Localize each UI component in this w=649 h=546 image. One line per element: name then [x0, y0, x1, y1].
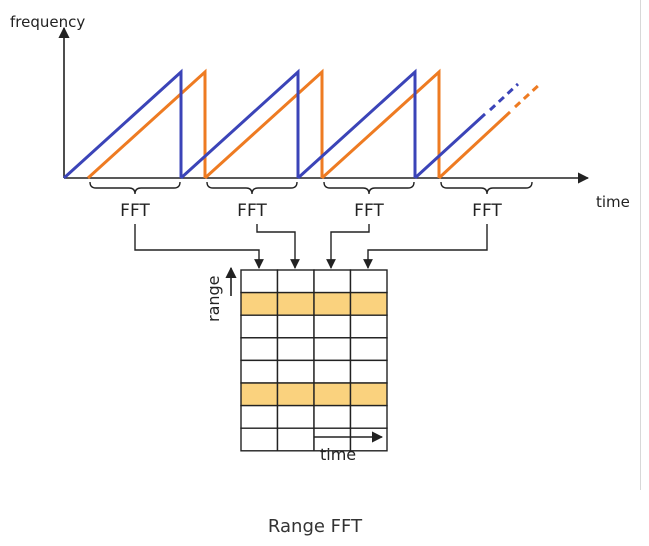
panel-divider	[640, 0, 641, 490]
matrix-cell	[349, 337, 388, 362]
fft-connector-3	[326, 224, 370, 269]
matrix-cell	[349, 269, 388, 294]
matrix-cell-highlighted	[313, 291, 352, 316]
received-chirp-ramp-4	[437, 110, 512, 180]
fft-connector-2	[256, 224, 300, 269]
matrix-cell	[276, 269, 315, 294]
matrix-cell-highlighted	[349, 291, 388, 316]
matrix-cell-highlighted	[240, 382, 279, 407]
figure-caption: Range FFT	[267, 516, 363, 537]
received-chirp-ramp-3	[320, 68, 441, 180]
matrix-cell	[313, 269, 352, 294]
fft-brace-1	[89, 181, 181, 195]
matrix-cell-highlighted	[240, 291, 279, 316]
matrix-cell	[349, 314, 388, 339]
frequency-axis-label: frequency	[10, 13, 85, 31]
fft-braces	[89, 181, 533, 195]
matrix-cell	[349, 359, 388, 384]
fft-label-3: FFT	[354, 201, 384, 221]
matrix-cell	[313, 359, 352, 384]
matrix-time-label: time	[320, 445, 356, 464]
matrix-cell	[313, 404, 352, 429]
fft-label-4: FFT	[472, 201, 502, 221]
transmitted-chirps	[62, 68, 520, 180]
transmitted-chirp-ramp-3	[296, 68, 417, 180]
matrix-cell	[276, 404, 315, 429]
matrix-cell	[313, 314, 352, 339]
fft-brace-4	[440, 181, 533, 195]
fft-connectors	[134, 224, 488, 269]
matrix-cell-highlighted	[349, 382, 388, 407]
fft-brace-3	[323, 181, 415, 195]
matrix-cell	[313, 337, 352, 362]
fft-connector-1	[134, 224, 264, 269]
fft-brace-2	[206, 181, 298, 195]
fft-label-2: FFT	[237, 201, 267, 221]
transmitted-chirp-ramp-1	[62, 68, 183, 180]
received-chirp-continuation	[513, 82, 542, 109]
matrix-cell	[276, 337, 315, 362]
received-chirp-ramp-1	[86, 68, 207, 180]
transmitted-chirp-ramp-4	[413, 112, 487, 180]
matrix-cell	[240, 337, 279, 362]
matrix-range-label: range	[204, 275, 223, 322]
matrix-cell	[240, 314, 279, 339]
matrix-cell	[240, 359, 279, 384]
fft-connector-4	[363, 224, 488, 269]
matrix-cell-highlighted	[313, 382, 352, 407]
matrix-cell	[276, 359, 315, 384]
received-chirp-ramp-2	[203, 68, 324, 180]
matrix-cell	[240, 269, 279, 294]
transmitted-chirp-ramp-2	[179, 68, 300, 180]
received-chirps	[86, 68, 542, 180]
range-time-matrix	[240, 269, 388, 452]
matrix-cell	[349, 404, 388, 429]
matrix-cell	[276, 314, 315, 339]
matrix-cell	[240, 427, 279, 452]
matrix-cell-highlighted	[276, 382, 315, 407]
matrix-cell	[240, 404, 279, 429]
transmitted-chirp-continuation	[488, 82, 520, 112]
fft-labels: FFT FFT FFT FFT	[120, 201, 502, 221]
matrix-cell	[276, 427, 315, 452]
time-axis-label: time	[596, 193, 630, 211]
fft-label-1: FFT	[120, 201, 150, 221]
matrix-cell-highlighted	[276, 291, 315, 316]
